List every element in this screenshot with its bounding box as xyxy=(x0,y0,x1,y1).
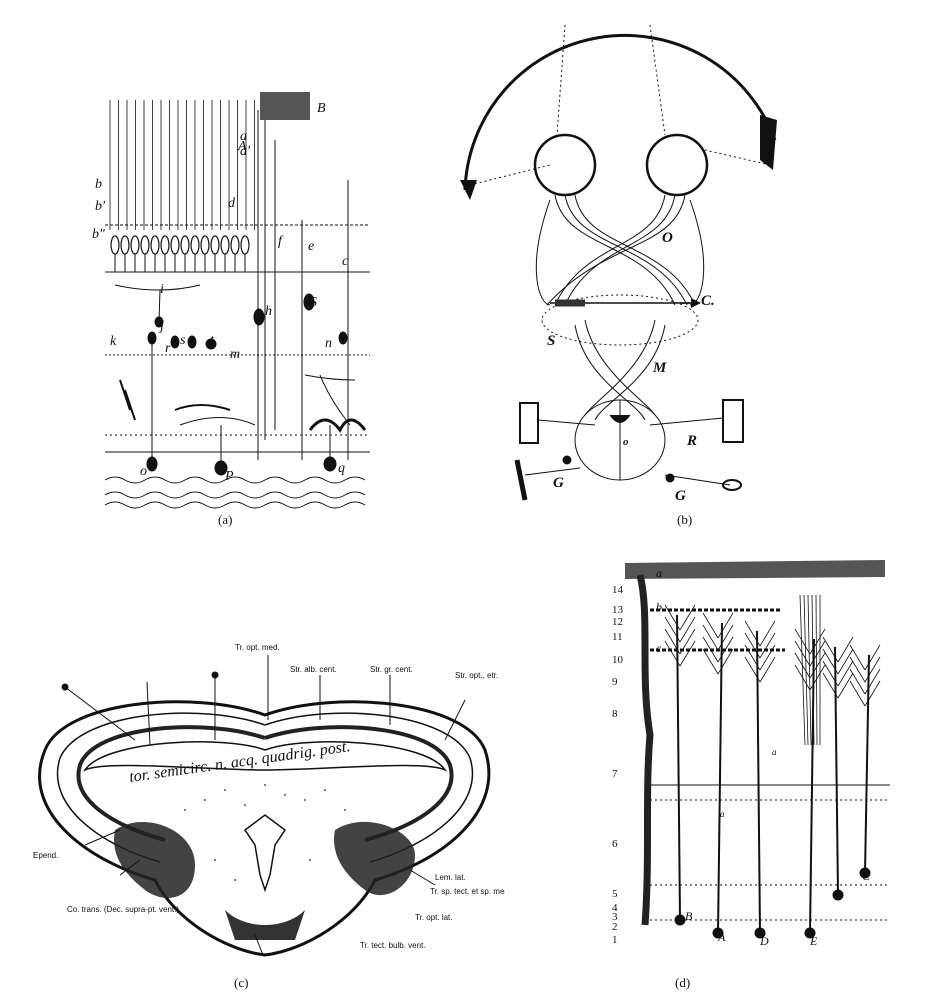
panel-a-label: S xyxy=(310,295,317,310)
label-o: o xyxy=(623,436,629,448)
panel-a-label: B xyxy=(317,101,326,116)
panel-a-label: A xyxy=(237,139,247,154)
panel-a-label: m xyxy=(230,347,240,362)
panel-a-label: a' xyxy=(240,144,251,159)
letter-D: D xyxy=(759,934,769,948)
panel-a-label: a xyxy=(240,129,247,144)
label-g2: G xyxy=(675,488,686,504)
label-co-trans: Co. trans. (Dec. supra-pt. vent.) xyxy=(67,905,179,914)
label-center: C. xyxy=(701,293,715,309)
letter-C: C xyxy=(862,869,871,883)
label-m: M xyxy=(652,360,667,376)
layer-number: 5 xyxy=(612,888,618,900)
letter-c: c xyxy=(656,641,662,655)
panel-a-label: c xyxy=(342,254,349,269)
cortical-neurons xyxy=(664,594,881,939)
layer-number: 2 xyxy=(612,921,618,933)
label-optic: O xyxy=(662,230,673,246)
panel-a-label: r xyxy=(165,341,171,356)
label-tr-sp: Tr. sp. tect. et sp. mes. xyxy=(430,887,505,896)
label-epend: Epend. xyxy=(33,851,58,860)
panel-a-label: h xyxy=(265,304,272,319)
panel-a-label: f xyxy=(278,234,284,249)
label-s: S xyxy=(547,333,555,349)
panel-a-label: d xyxy=(228,196,236,211)
inner-text: tor. semicirc. n. acq. quadrig. post. xyxy=(128,738,351,786)
caption-a: (a) xyxy=(218,512,233,527)
letter-a: a xyxy=(656,566,662,580)
bipolar-cell-row xyxy=(110,235,250,272)
letter-B: B xyxy=(685,909,693,923)
label-opt-med: Tr. opt. med. xyxy=(235,643,280,652)
panel-b-drawing: O C. S M R o G G xyxy=(460,24,777,504)
panel-c-drawing: tor. semicirc. n. acq. quadrig. post. Tr… xyxy=(33,643,505,957)
panel-a-drawing: B Aaa' b b' b" d e c f i j h Sk rs tm n o Pq xyxy=(92,92,370,509)
letter-a3: a xyxy=(720,809,725,819)
panel-c-midbrain-section: tor. semicirc. n. acq. quadrig. post. Tr… xyxy=(25,630,505,980)
layer-number: 7 xyxy=(612,768,618,780)
label-tr-opt-lat: Tr. opt. lat. xyxy=(415,913,453,922)
label-alb-cent: Str. alb. cent. xyxy=(290,665,337,674)
panel-b-visual-pathway: O C. S M R o G G xyxy=(455,20,780,510)
layer-number: 6 xyxy=(612,838,618,850)
label-opt-etr: Str. opt., etr. xyxy=(455,671,498,680)
photoreceptor-rods xyxy=(109,100,255,230)
panel-a-label: k xyxy=(110,334,117,349)
panel-a-label: i xyxy=(160,282,164,297)
layer-number: 10 xyxy=(612,654,624,666)
panel-a-label: b" xyxy=(92,227,105,242)
layer-number: 4 xyxy=(612,902,618,914)
label-gr-cent: Str. gr. cent. xyxy=(370,665,413,674)
panel-a-label: n xyxy=(325,336,332,351)
letter-b: b xyxy=(656,600,662,614)
panel-a-label: j xyxy=(158,319,164,334)
panel-a-label: P xyxy=(224,469,234,484)
panel-a-label: o xyxy=(140,464,147,479)
layer-number: 12 xyxy=(612,616,623,628)
letter-a2: a xyxy=(772,747,777,757)
caption-d: (d) xyxy=(675,975,691,990)
caption-c: (c) xyxy=(234,975,249,990)
caption-b: (b) xyxy=(677,512,693,527)
layer-number: 9 xyxy=(612,676,618,688)
panel-a-label: t xyxy=(210,333,215,348)
layer-number: 14 xyxy=(612,584,624,596)
layer-number: 13 xyxy=(612,604,624,616)
label-r: R xyxy=(686,433,697,449)
panel-a-labels: B Aaa' b b' b" d e c f i j h Sk rs tm n o Pq xyxy=(92,101,349,484)
panel-a-label: b' xyxy=(95,199,106,214)
label-g1: G xyxy=(553,475,564,491)
label-lem-lat: Lem. lat. xyxy=(435,873,466,882)
panel-a-label: e xyxy=(308,239,314,254)
layer-number: 8 xyxy=(612,708,618,720)
panel-a-label: q xyxy=(338,461,345,476)
label-tr-tect: Tr. tect. bulb. vent. xyxy=(360,941,426,950)
letter-A: A xyxy=(717,930,726,944)
layer-number: 3 xyxy=(612,911,618,923)
panel-a-label: s xyxy=(180,333,186,348)
layer-number: 11 xyxy=(612,631,623,643)
panel-a-label: b xyxy=(95,177,102,192)
layer-number: 1 xyxy=(612,934,618,946)
letter-E: E xyxy=(809,934,818,948)
